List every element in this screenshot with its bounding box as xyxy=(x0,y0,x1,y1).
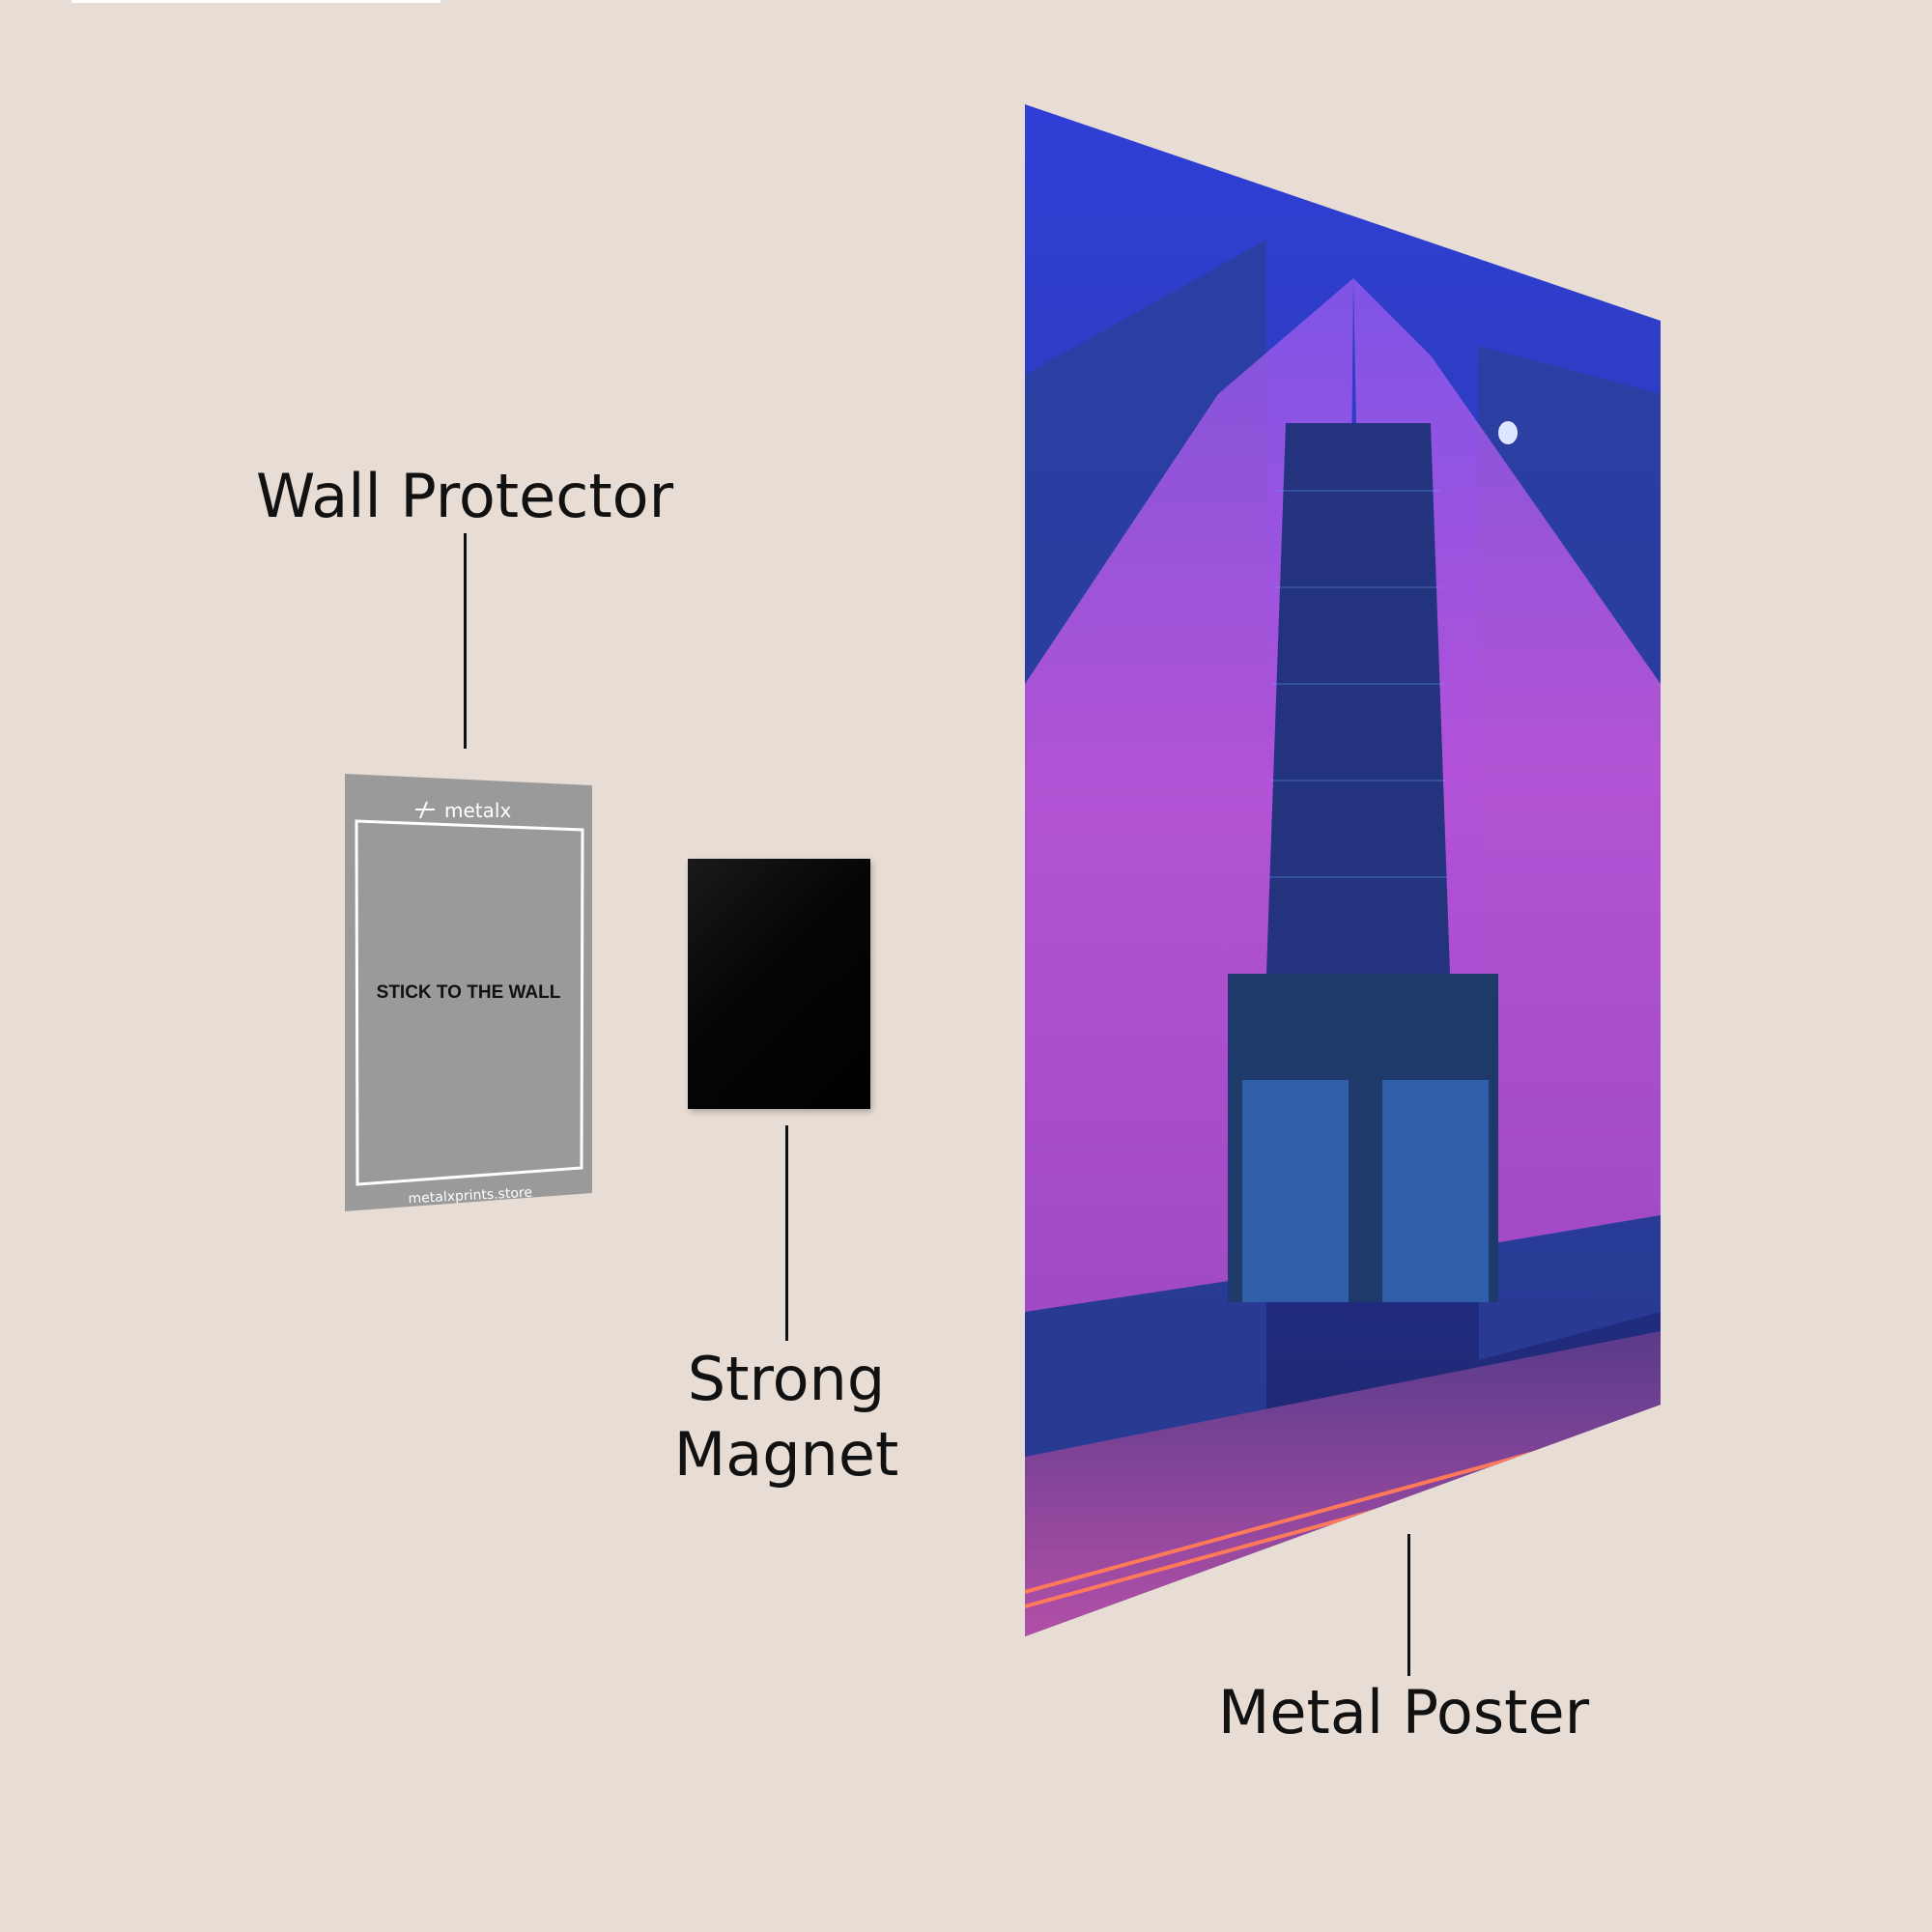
metalx-logo-icon xyxy=(415,801,435,819)
strong-magnet-label-line1: Strong xyxy=(687,1344,886,1414)
strong-magnet-leader-line xyxy=(785,1125,788,1341)
metal-poster-label: Metal Poster xyxy=(1217,1677,1590,1747)
metal-poster-image xyxy=(1025,104,1661,1636)
wall-protector-card: metalx STICK TO THE WALL metalxprints.st… xyxy=(345,774,592,1211)
instruction-text: STICK TO THE WALL xyxy=(377,982,561,1003)
metal-poster-leader-line xyxy=(1407,1534,1410,1676)
website-text: metalxprints.store xyxy=(408,1185,532,1208)
strong-magnet-label-line2: Magnet xyxy=(673,1419,899,1490)
strong-magnet xyxy=(688,859,870,1109)
wall-protector-label: Wall Protector xyxy=(255,461,674,531)
wall-protector-leader-line xyxy=(464,533,467,749)
top-strip xyxy=(71,0,440,3)
brand-logo-text: metalx xyxy=(444,799,511,822)
